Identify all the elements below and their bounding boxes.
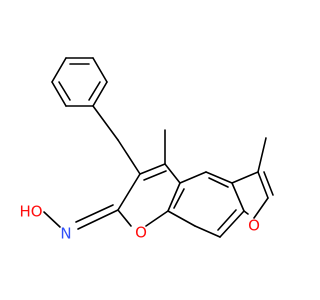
bond (257, 171, 269, 199)
bond (51, 57, 67, 83)
furan-ring (231, 171, 274, 219)
bond (219, 210, 245, 238)
bond (139, 163, 166, 175)
bond (92, 105, 119, 141)
atom-label-n: N (60, 225, 71, 243)
bond-double (263, 171, 274, 196)
atom-label-o-pyran: O (135, 224, 147, 242)
bond (117, 209, 132, 227)
bond (179, 171, 207, 184)
bond (92, 81, 108, 107)
bond (51, 81, 67, 107)
bond (117, 139, 141, 175)
atom-label-ho: HO (19, 203, 42, 221)
phenyl-ring (51, 57, 108, 107)
structure-svg: HO N O O (19, 57, 274, 243)
bond (243, 210, 249, 215)
bond-double (173, 188, 185, 209)
bond-double (88, 81, 101, 101)
bond (92, 57, 108, 83)
bond (231, 182, 245, 212)
molecule-diagram: HO N O O (19, 57, 274, 243)
bond-double (58, 81, 71, 101)
bond (164, 163, 181, 184)
bond (205, 171, 233, 184)
bond (194, 225, 221, 238)
bond-double (208, 177, 229, 188)
bond-double-cn (75, 204, 114, 223)
bond-double-cn (77, 209, 119, 230)
bond (253, 197, 269, 219)
bond (231, 171, 259, 184)
bond (117, 173, 141, 211)
bond (145, 210, 169, 227)
bond (167, 210, 196, 227)
bond (167, 182, 181, 212)
bond-methyl (257, 137, 267, 173)
bond-double (217, 209, 237, 231)
pyran-ring (117, 163, 181, 227)
bond-double (143, 170, 167, 181)
atom-label-o-furan: O (248, 217, 260, 235)
central-benzene-ring (167, 171, 245, 238)
bond-no (43, 211, 61, 228)
